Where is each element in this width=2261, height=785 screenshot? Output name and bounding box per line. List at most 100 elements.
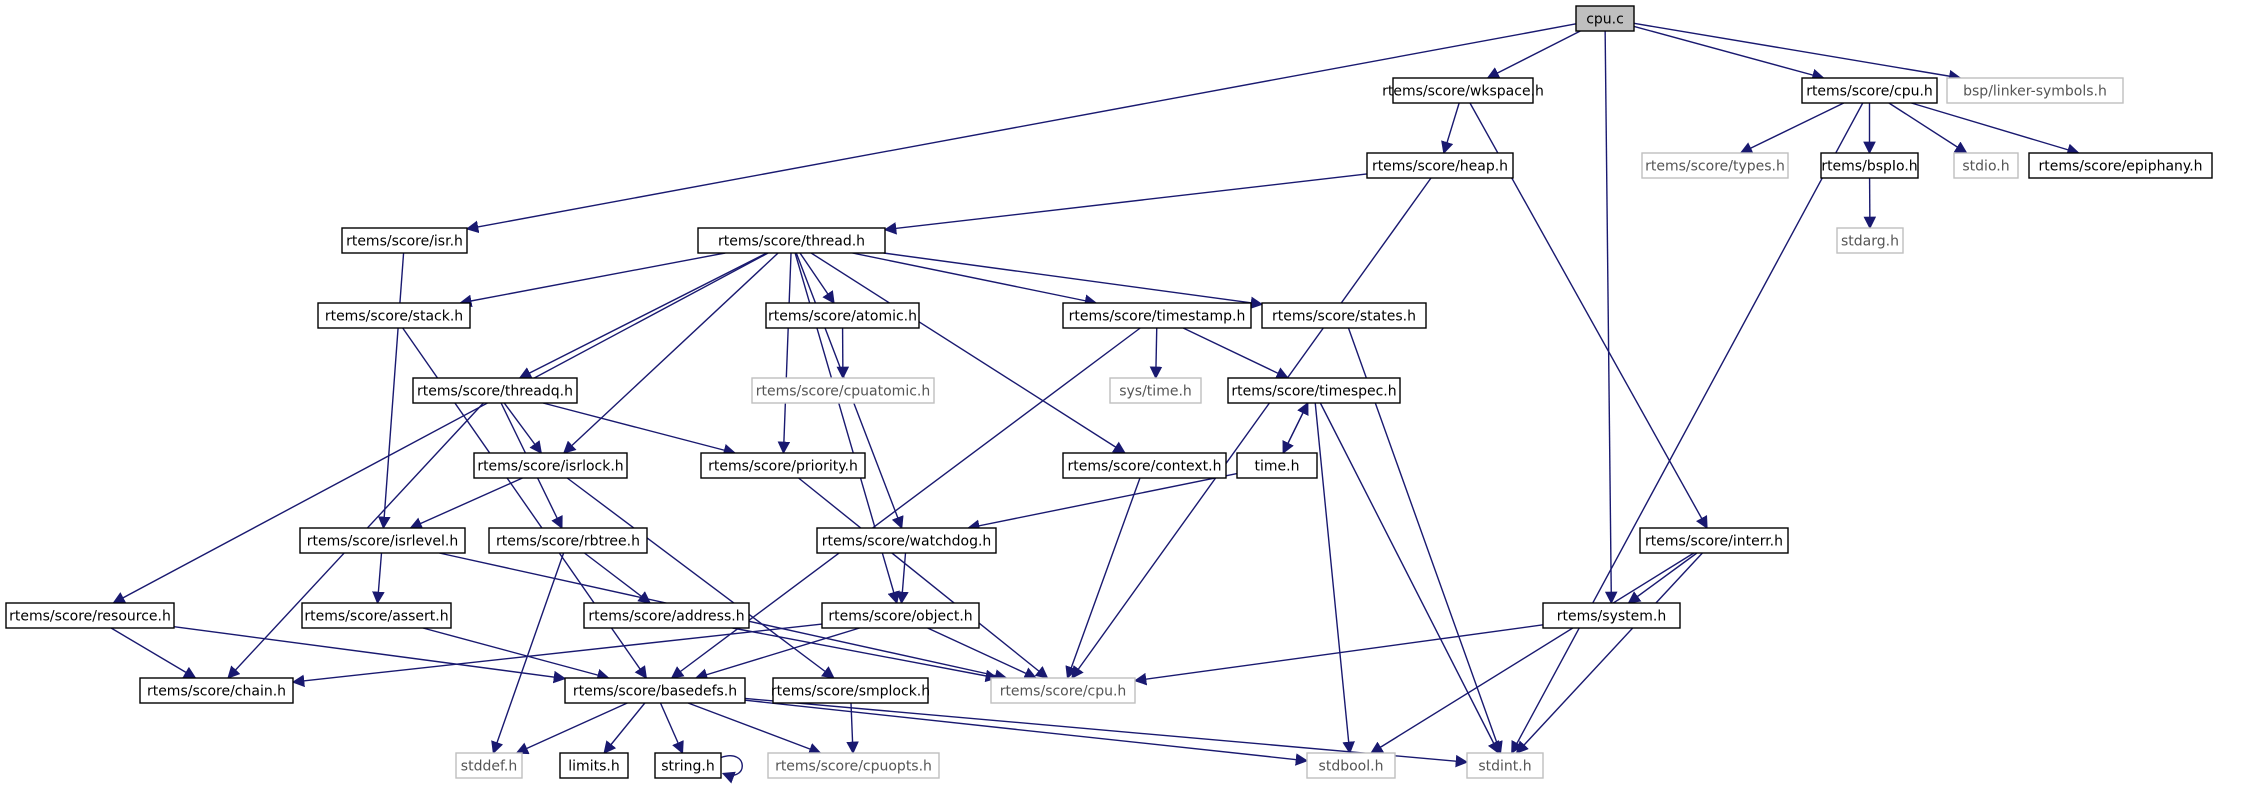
node-limits[interactable]: limits.h (559, 752, 629, 779)
node-box (816, 527, 997, 554)
node-box (1466, 752, 1544, 779)
node-epiphany[interactable]: rtems/score/epiphany.h (2028, 152, 2213, 179)
edge-string-to-string (720, 755, 743, 784)
edge-interr-to-stdint (1515, 552, 1703, 754)
node-smplock[interactable]: rtems/score/smplock.h (771, 677, 930, 704)
node-assert[interactable]: rtems/score/assert.h (301, 602, 452, 629)
node-label: rtems/score/cpuopts.h (775, 759, 932, 775)
node-box (2028, 152, 2213, 179)
node-label: rtems/score/chain.h (147, 684, 286, 700)
node-label: rtems/score/atomic.h (768, 309, 917, 325)
node-priority[interactable]: rtems/score/priority.h (700, 452, 866, 479)
edge-time_h-to-timespec (1282, 401, 1309, 454)
node-basedefs[interactable]: rtems/score/basedefs.h (564, 677, 746, 704)
node-label: rtems/score/rbtree.h (496, 534, 640, 550)
node-box (1366, 152, 1514, 179)
edge-thread-to-threadq (518, 252, 768, 379)
edge-heap-to-cpu_h_lower (1071, 177, 1432, 680)
node-box (1801, 77, 1938, 104)
node-box (559, 752, 629, 779)
node-bspIo[interactable]: rtems/bspIo.h (1820, 152, 1919, 179)
node-box (1641, 152, 1789, 179)
node-stddef: stddef.h (455, 752, 523, 779)
edge-assert-to-basedefs (422, 627, 610, 682)
node-box (301, 602, 452, 629)
edge-timespec-to-stdbool (1314, 402, 1355, 755)
node-label: rtems/score/priority.h (708, 459, 858, 475)
edge-wkspace-to-heap (1441, 102, 1460, 155)
edge-cpu_c-to-wkspace (1486, 30, 1581, 79)
node-isrlevel[interactable]: rtems/score/isrlevel.h (299, 527, 466, 554)
node-box (488, 527, 648, 554)
edge-thread-to-isrlock (562, 252, 779, 454)
edge-stack-to-basedefs (402, 327, 648, 680)
node-rbtree[interactable]: rtems/score/rbtree.h (488, 527, 648, 554)
node-watchdog[interactable]: rtems/score/watchdog.h (816, 527, 997, 554)
node-box (1306, 752, 1396, 779)
node-label: rtems/system.h (1557, 609, 1666, 625)
node-label: rtems/score/timespec.h (1231, 384, 1396, 400)
node-stack[interactable]: rtems/score/stack.h (317, 302, 471, 329)
node-label: cpu.c (1586, 12, 1624, 28)
node-system[interactable]: rtems/system.h (1542, 602, 1681, 629)
node-threadq[interactable]: rtems/score/threadq.h (412, 377, 578, 404)
node-resource[interactable]: rtems/score/resource.h (5, 602, 175, 629)
node-atomic[interactable]: rtems/score/atomic.h (765, 302, 920, 329)
node-stdbool: stdbool.h (1306, 752, 1396, 779)
node-label: rtems/score/stack.h (325, 309, 463, 325)
node-timestamp[interactable]: rtems/score/timestamp.h (1062, 302, 1252, 329)
edge-smplock-to-cpuopts (846, 702, 859, 755)
edge-timespec-to-stdint (1319, 402, 1500, 755)
edge-rbtree-to-stddef (491, 552, 565, 755)
edge-resource-to-chain (110, 627, 197, 679)
edge-context-to-cpu_h_lower (1065, 477, 1141, 680)
node-systime: sys/time.h (1109, 377, 1202, 404)
node-interr[interactable]: rtems/score/interr.h (1639, 527, 1789, 554)
node-stdarg: stdarg.h (1836, 227, 1904, 254)
node-time-h[interactable]: time.h (1236, 452, 1318, 479)
edge-thread-to-timestamp (852, 252, 1098, 307)
edge-thread-to-states (883, 252, 1264, 310)
node-box (341, 227, 468, 254)
node-chain[interactable]: rtems/score/chain.h (139, 677, 294, 704)
node-thread[interactable]: rtems/score/thread.h (697, 227, 886, 254)
node-box (1261, 302, 1427, 329)
node-label: rtems/score/basedefs.h (573, 684, 737, 700)
node-states[interactable]: rtems/score/states.h (1261, 302, 1427, 329)
node-wkspace[interactable]: rtems/score/wkspace.h (1382, 77, 1544, 104)
node-label: rtems/score/cpu.h (1806, 84, 1933, 100)
node-types: rtems/score/types.h (1641, 152, 1789, 179)
node-label: rtems/score/states.h (1272, 309, 1416, 325)
edge-thread-to-atomic (799, 252, 835, 305)
node-label: stdbool.h (1319, 759, 1384, 775)
node-label: time.h (1255, 459, 1300, 475)
node-label: rtems/score/context.h (1068, 459, 1222, 475)
node-label: rtems/score/threadq.h (417, 384, 573, 400)
edge-cpu_h_score-to-types (1739, 102, 1845, 154)
edge-isrlock-to-isrlevel (409, 477, 523, 530)
nodes-layer: cpu.c rtems/score/wkspace.h rtems/score/cp… (5, 5, 2213, 779)
edge-threadq-to-isrlock (503, 402, 542, 455)
edge-address-to-cpu_h_lower (732, 627, 999, 683)
node-cpu-c[interactable]: cpu.c (1575, 5, 1635, 32)
node-box (1836, 227, 1904, 254)
node-context[interactable]: rtems/score/context.h (1062, 452, 1227, 479)
edge-time_h-to-watchdog (967, 472, 1238, 532)
node-box (767, 752, 940, 779)
node-label: stddef.h (461, 759, 517, 775)
node-label: rtems/score/cpuatomic.h (756, 384, 930, 400)
node-cpu-h-score[interactable]: rtems/score/cpu.h (1801, 77, 1938, 104)
edge-watchdog-to-object (896, 552, 909, 605)
node-timespec[interactable]: rtems/score/timespec.h (1227, 377, 1401, 404)
node-object[interactable]: rtems/score/object.h (821, 602, 980, 629)
node-label: rtems/score/heap.h (1372, 159, 1508, 175)
node-label: stdint.h (1478, 759, 1531, 775)
node-address[interactable]: rtems/score/address.h (583, 602, 750, 629)
edge-thread-to-stack (459, 252, 726, 308)
node-label: rtems/score/isrlock.h (477, 459, 623, 475)
node-isrlock[interactable]: rtems/score/isrlock.h (473, 452, 628, 479)
node-string[interactable]: string.h (654, 752, 722, 779)
node-isr[interactable]: rtems/score/isr.h (341, 227, 468, 254)
node-heap[interactable]: rtems/score/heap.h (1366, 152, 1514, 179)
